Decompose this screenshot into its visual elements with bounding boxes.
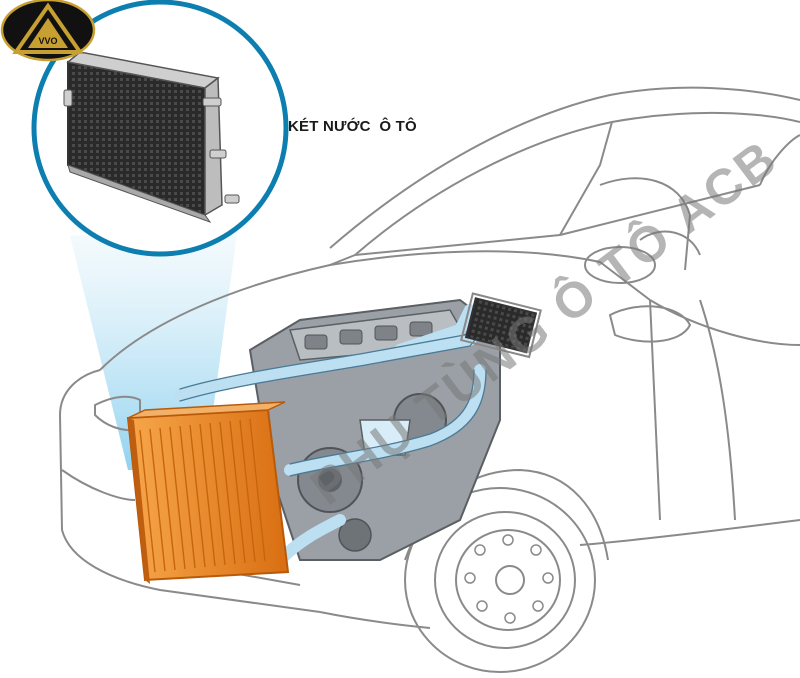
car-body [59, 86, 800, 629]
coolant-pipes-outline [179, 315, 489, 477]
front-wheel [404, 468, 609, 673]
radiator-callout [31, 0, 289, 257]
svg-text:VVO: VVO [38, 36, 57, 46]
radiator-closeup [63, 51, 240, 224]
wheel-holes [464, 534, 554, 624]
radiator-label: KÉT NƯỚC Ô TÔ [288, 118, 417, 135]
heater-core [459, 292, 542, 359]
logo-emblem: VVO [0, 0, 96, 62]
front-radiator [126, 401, 290, 584]
